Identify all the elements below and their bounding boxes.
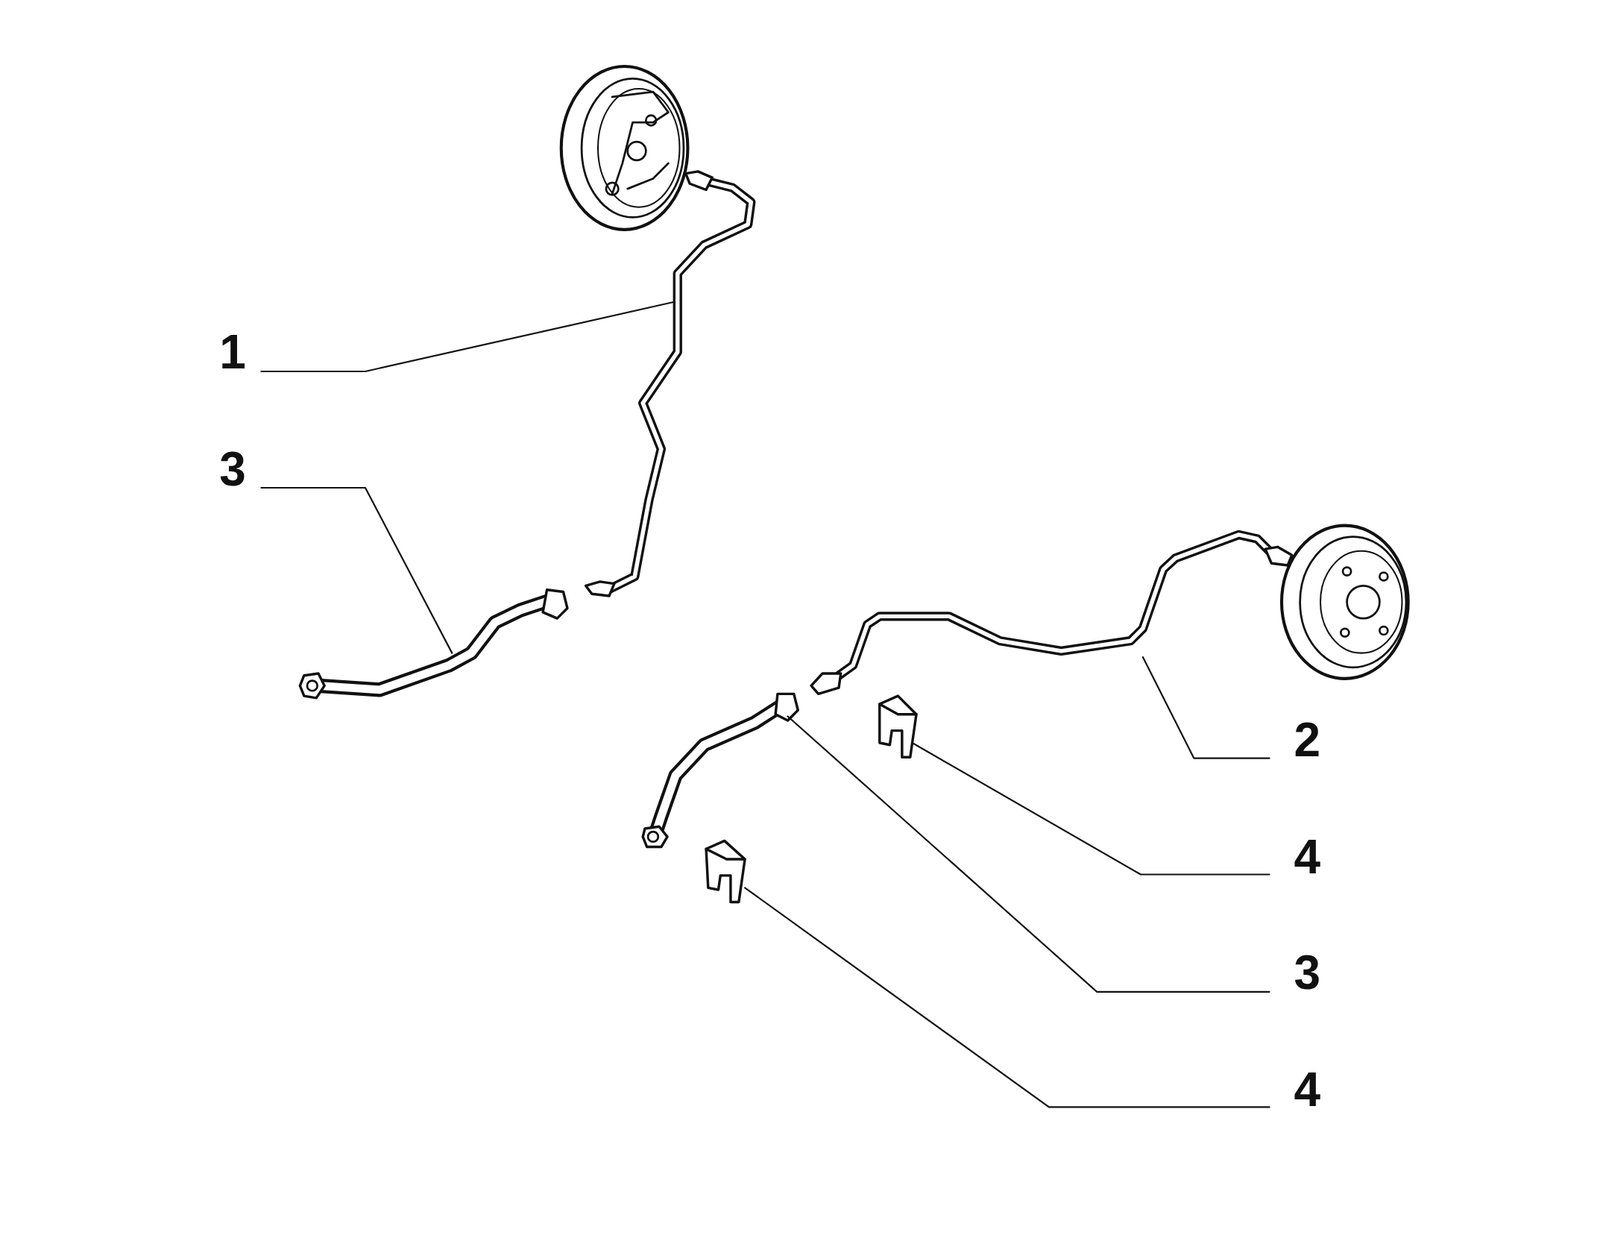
callout-number: 4: [1293, 1065, 1321, 1114]
leader-line: [260, 301, 1269, 1107]
brake-pipe: [586, 171, 752, 596]
brake-hose: [299, 589, 568, 698]
pipe-clip: [879, 695, 917, 757]
brake-hose: [642, 693, 798, 847]
callout-number: 1: [219, 328, 247, 376]
brake-drum: [1281, 525, 1409, 679]
callout-number: 3: [219, 445, 247, 493]
callout-number: 2: [1293, 715, 1321, 764]
brake-backing-plate: [561, 66, 689, 230]
callout-number: 4: [1293, 832, 1321, 881]
brake-pipe: [811, 534, 1293, 694]
callout-number: 3: [1293, 948, 1321, 997]
pipe-clip: [706, 840, 745, 902]
